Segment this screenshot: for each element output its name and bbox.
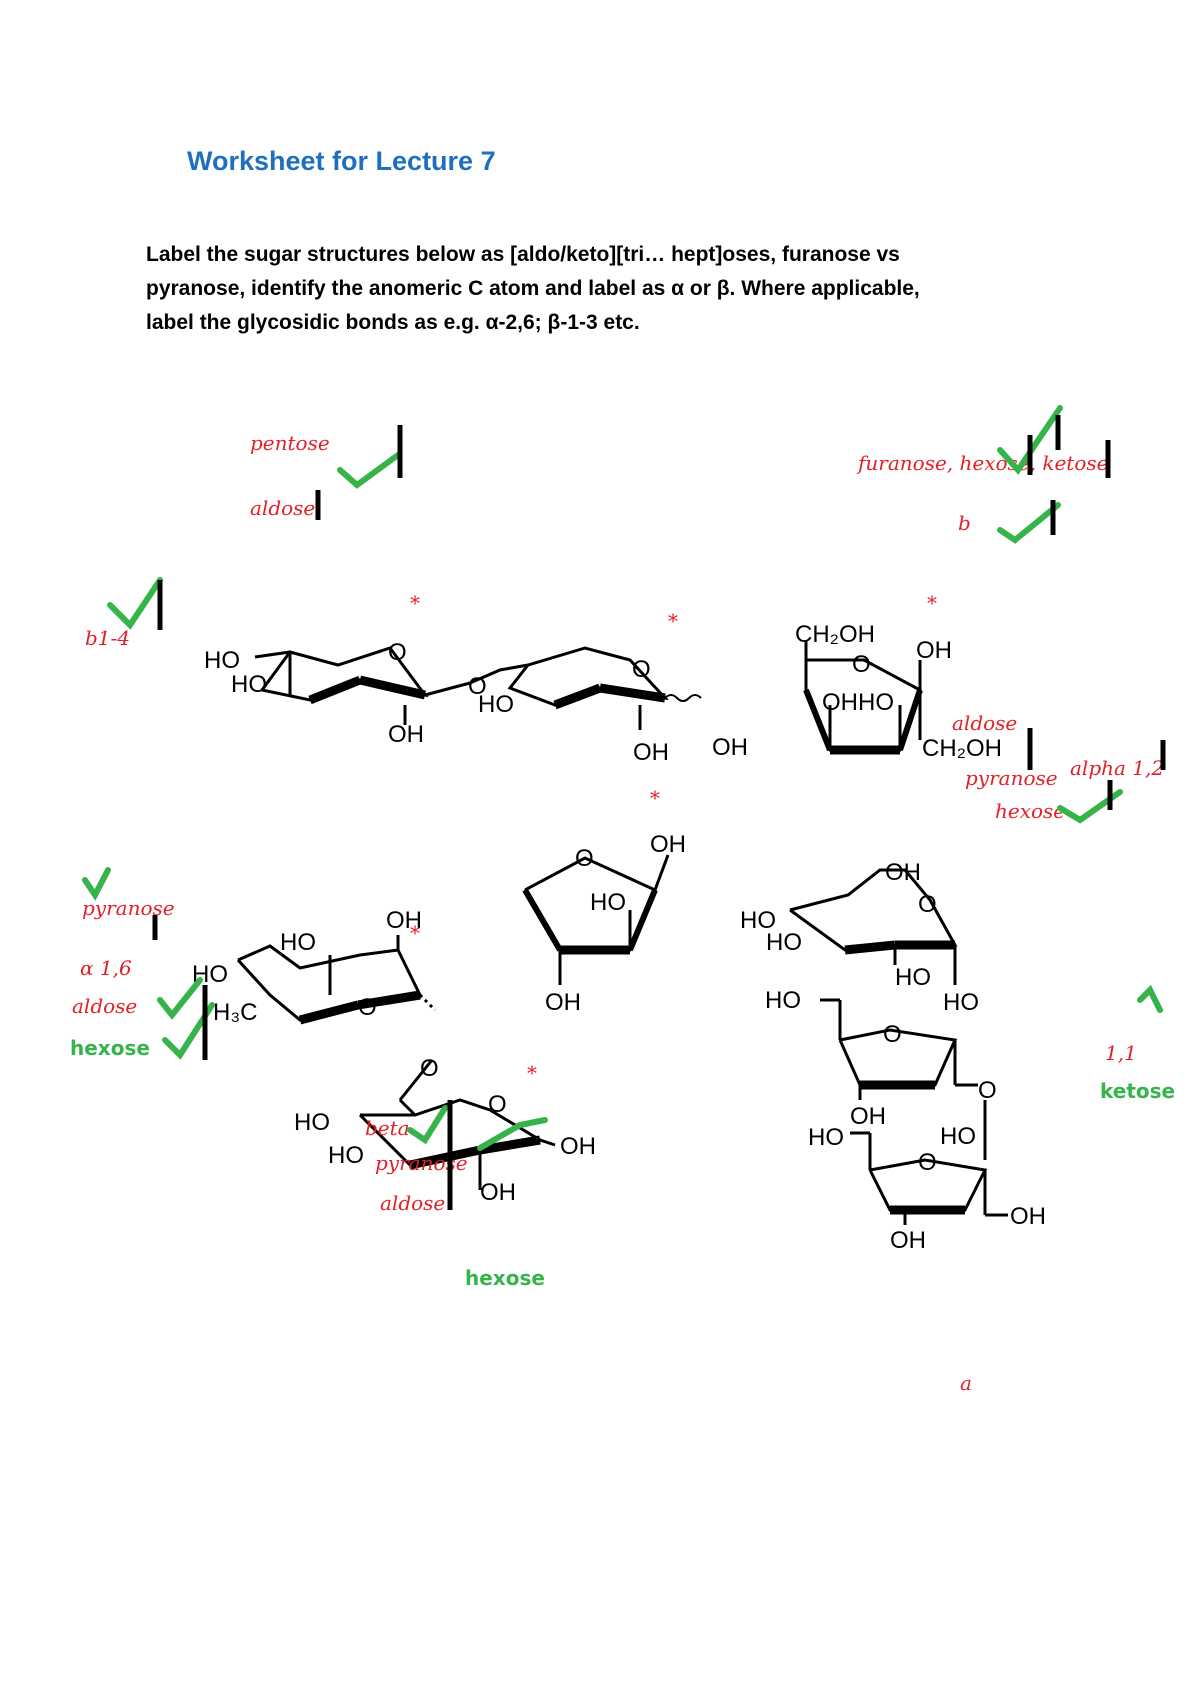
annotation-hexose-left: hexose xyxy=(70,1036,150,1060)
annotation-hexose-right: hexose xyxy=(995,799,1065,823)
label-ho: HO xyxy=(766,929,802,956)
label-o: O xyxy=(468,673,487,700)
label-oh: OH xyxy=(386,907,422,934)
label-o: O xyxy=(420,1055,439,1082)
label-hoo: HO xyxy=(943,989,979,1016)
label-oh: OH xyxy=(1010,1203,1046,1230)
check-icon xyxy=(997,502,1061,544)
star-mark: * xyxy=(410,591,420,615)
annotation-alpha-1-2: alpha 1,2 xyxy=(1070,756,1164,780)
label-ho: HO xyxy=(204,647,240,674)
label-ho: HO xyxy=(808,1124,844,1151)
annotation-pyranose-right: pyranose xyxy=(965,766,1058,790)
annotation-ketose-right: ketose xyxy=(1100,1079,1175,1103)
instruction-line-2: pyranose, identify the anomeric C atom a… xyxy=(146,277,920,300)
instructions: Label the sugar structures below as [ald… xyxy=(146,238,1066,340)
label-oh: OH xyxy=(650,831,686,858)
label-ho: HO xyxy=(478,691,514,718)
check-icon xyxy=(82,867,111,901)
annotation-one-one: 1,1 xyxy=(1105,1041,1137,1065)
star-mark: * xyxy=(527,1061,537,1085)
label-o: O xyxy=(388,639,407,666)
star-mark: * xyxy=(927,591,937,615)
label-ho: HO xyxy=(328,1142,364,1169)
annotation-aldose: aldose xyxy=(250,496,315,520)
label-h3c: H₃C xyxy=(213,999,257,1026)
instruction-line-3: label the glycosidic bonds as e.g. α-2,6… xyxy=(146,311,640,334)
check-icon xyxy=(1137,984,1163,1013)
structure-trisaccharide xyxy=(789,868,1008,1225)
label-o: O xyxy=(852,651,871,678)
annotation-furanose-hexose-ketose: furanose, hexose, ketose xyxy=(856,451,1109,475)
label-ho: HO xyxy=(765,987,801,1014)
check-icon xyxy=(162,1002,215,1060)
label-oh: OH xyxy=(712,734,748,761)
label-ho: HO xyxy=(895,964,931,991)
annotation-b-mark: b xyxy=(958,511,971,535)
label-ho: HO xyxy=(280,929,316,956)
star-mark: * xyxy=(650,786,660,810)
check-icon xyxy=(407,1105,448,1145)
annotation-pentose: pentose xyxy=(250,431,330,455)
label-o: O xyxy=(918,1149,937,1176)
label-o: O xyxy=(978,1077,997,1104)
label-ho: HO xyxy=(231,671,267,698)
label-o: O xyxy=(488,1091,507,1118)
check-icon xyxy=(337,452,401,489)
label-o: O xyxy=(918,891,937,918)
worksheet-title: Worksheet for Lecture 7 xyxy=(187,146,496,176)
label-ohho: OHHO xyxy=(822,689,894,716)
label-oh: OH xyxy=(890,1227,926,1254)
cursor-bars xyxy=(152,415,1166,1210)
annotation-hexose-bottom: hexose xyxy=(465,1266,545,1290)
label-ho: HO xyxy=(740,907,776,934)
check-icon xyxy=(107,577,163,630)
annotation-pyranose-left: pyranose xyxy=(82,896,175,920)
annotation-aldose-right: aldose xyxy=(952,711,1017,735)
annotation-pyranose-bottom: pyranose xyxy=(375,1151,468,1175)
annotation-aldose-bottom: aldose xyxy=(380,1191,445,1215)
annotation-b1-4: b1-4 xyxy=(85,626,130,650)
structure-disaccharide-xylobiose xyxy=(254,646,702,730)
check-icon xyxy=(1057,789,1123,824)
label-ho: HO xyxy=(294,1109,330,1136)
label-o: O xyxy=(883,1021,902,1048)
label-oh: OH xyxy=(545,989,581,1016)
label-o: O xyxy=(358,994,377,1021)
label-oh: OH xyxy=(633,739,669,766)
check-icon xyxy=(997,405,1063,475)
label-oh: OH xyxy=(560,1133,596,1160)
annotation-beta: beta xyxy=(365,1116,410,1140)
label-oh: OH xyxy=(480,1179,516,1206)
label-ch2oh: CH₂OH xyxy=(922,735,1002,762)
label-o: O xyxy=(632,656,651,683)
label-oh: OH xyxy=(916,637,952,664)
annotation-a-mark: a xyxy=(960,1371,972,1395)
check-marks xyxy=(82,405,1163,1151)
check-icon xyxy=(157,977,203,1020)
star-mark: * xyxy=(410,921,420,945)
annotation-alpha-1-6: α 1,6 xyxy=(80,956,132,980)
check-icon xyxy=(477,1117,548,1151)
instruction-line-1: Label the sugar structures below as [ald… xyxy=(146,243,900,266)
label-oh: OH xyxy=(885,859,921,886)
structure-fructofuranose xyxy=(803,640,923,755)
label-ch2oh: CH₂OH xyxy=(795,621,875,648)
star-mark: * xyxy=(668,609,678,633)
label-ho: HO xyxy=(590,889,626,916)
annotation-aldose-left: aldose xyxy=(72,994,137,1018)
label-oh: OH xyxy=(850,1103,886,1130)
label-ho: HO xyxy=(940,1123,976,1150)
structure-deoxyribofuranose xyxy=(522,854,670,985)
label-o: O xyxy=(575,845,594,872)
label-oh: OH xyxy=(388,721,424,748)
